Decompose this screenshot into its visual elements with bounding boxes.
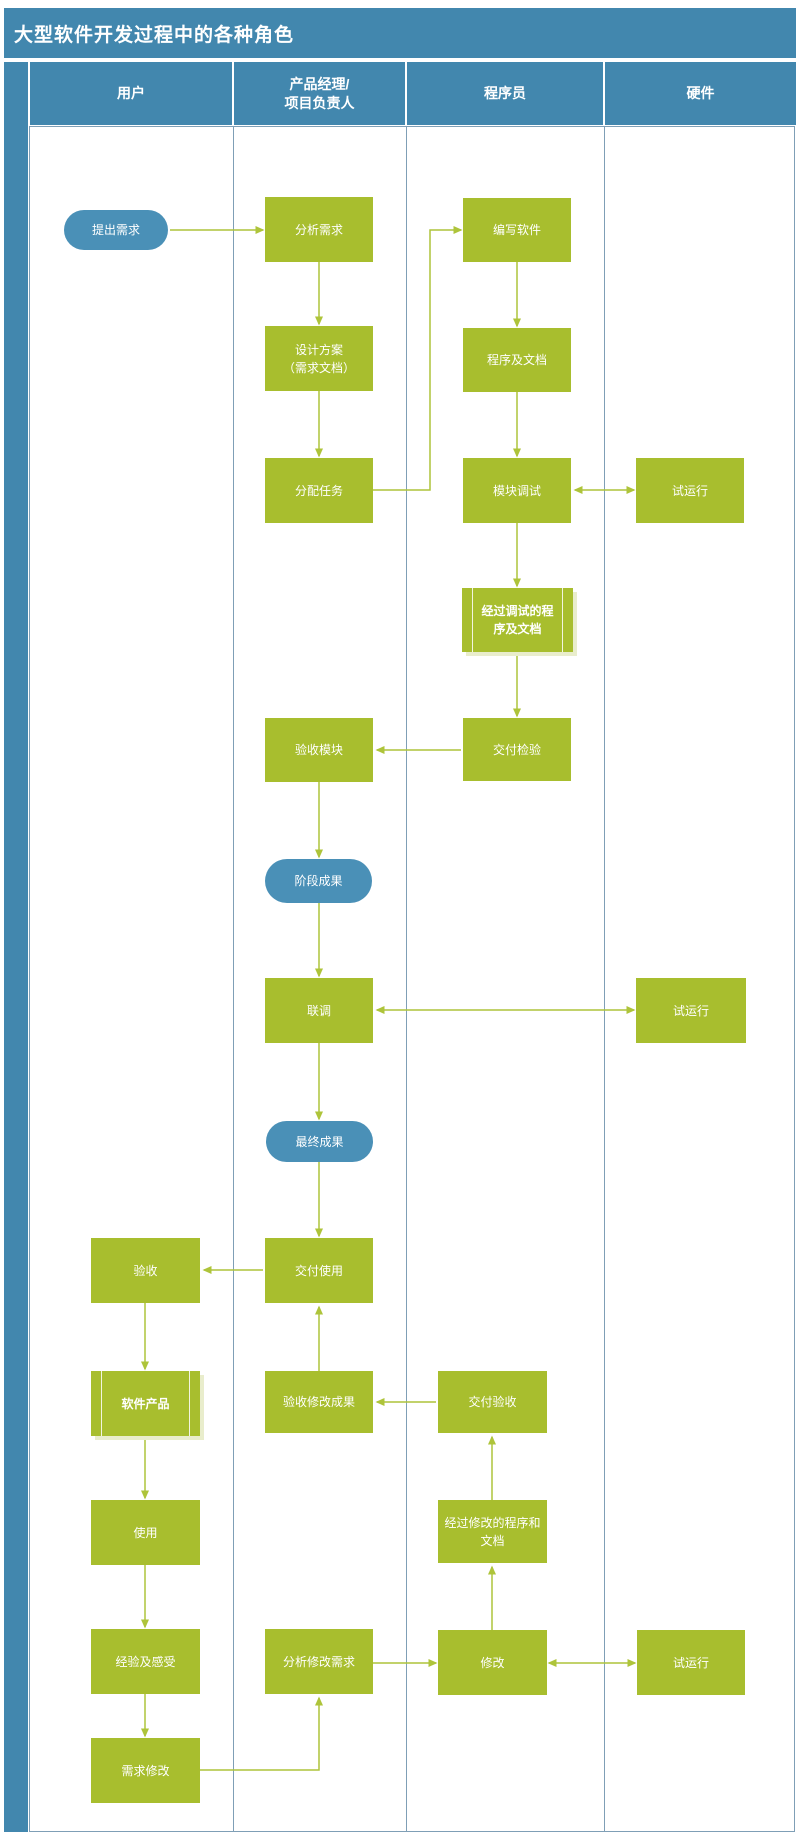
node-label: 分配任务 — [294, 483, 343, 498]
node-label: 经过调试的程 序及文档 — [481, 604, 554, 636]
lane-header-user: 用户 — [30, 62, 232, 125]
node-accept-modified-results[interactable]: 验收修改成果 — [265, 1371, 373, 1433]
node-deliver-for-acceptance[interactable]: 交付验收 — [438, 1371, 547, 1433]
lane-header-label: 项目负责人 — [284, 94, 355, 111]
node-label: 模块调试 — [492, 483, 541, 498]
lane-separator — [604, 126, 605, 1832]
node-label: 验收 — [133, 1263, 158, 1278]
node-software-product[interactable]: 软件产品 — [91, 1371, 200, 1436]
node-program-and-docs[interactable]: 程序及文档 — [463, 328, 571, 392]
lane-header-label: 硬件 — [686, 85, 715, 102]
node-trial-run-3[interactable]: 试运行 — [637, 1630, 745, 1695]
node-label: 经过修改的程序和 文档 — [444, 1515, 541, 1548]
node-label: 软件产品 — [121, 1396, 170, 1411]
node-label: 试运行 — [672, 1655, 709, 1670]
node-label: 试运行 — [671, 483, 708, 498]
node-trial-run-1[interactable]: 试运行 — [636, 458, 744, 523]
node-analyze-modification-requirements[interactable]: 分析修改需求 — [265, 1629, 373, 1694]
node-modify[interactable]: 修改 — [438, 1630, 547, 1695]
node-label: 分析需求 — [294, 222, 343, 237]
node-analyze-requirements[interactable]: 分析需求 — [265, 197, 373, 262]
node-trial-run-2[interactable]: 试运行 — [636, 978, 746, 1043]
node-label: 交付使用 — [294, 1263, 343, 1278]
node-label: 联调 — [306, 1003, 331, 1018]
node-assign-tasks[interactable]: 分配任务 — [265, 458, 373, 523]
node-stage-results[interactable]: 阶段成果 — [265, 859, 372, 903]
node-deliver-for-use[interactable]: 交付使用 — [265, 1238, 373, 1303]
lane-separator — [406, 126, 407, 1832]
node-write-software[interactable]: 编写软件 — [463, 198, 571, 262]
lane-header-label: 产品经理/ — [289, 75, 350, 92]
node-label: 试运行 — [672, 1003, 709, 1018]
node-label: 分析修改需求 — [282, 1654, 355, 1669]
lane-header-programmer: 程序员 — [407, 62, 603, 125]
node-label: 修改 — [480, 1655, 505, 1670]
node-label: 程序及文档 — [486, 353, 547, 367]
node-label: 交付验收 — [468, 1395, 517, 1409]
node-label: 使用 — [133, 1525, 158, 1540]
lane-separator — [233, 126, 234, 1832]
node-modified-program-and-docs[interactable]: 经过修改的程序和 文档 — [438, 1500, 547, 1563]
node-label: 交付检验 — [492, 742, 541, 757]
node-propose-requirements[interactable]: 提出需求 — [64, 210, 168, 250]
node-joint-debugging[interactable]: 联调 — [265, 978, 373, 1043]
node-experience-and-feelings[interactable]: 经验及感受 — [91, 1629, 200, 1694]
node-label: 阶段成果 — [294, 874, 343, 888]
node-label: 验收模块 — [294, 743, 343, 757]
node-module-debugging[interactable]: 模块调试 — [463, 458, 571, 523]
diagram-title: 大型软件开发过程中的各种角色 — [14, 24, 295, 46]
node-debugged-program-and-docs[interactable]: 经过调试的程 序及文档 — [462, 588, 573, 652]
node-use[interactable]: 使用 — [91, 1500, 200, 1565]
node-label: 经验及感受 — [115, 1654, 176, 1669]
node-label: 需求修改 — [121, 1763, 170, 1778]
node-acceptance[interactable]: 验收 — [91, 1238, 200, 1303]
node-accept-module[interactable]: 验收模块 — [265, 718, 373, 782]
lane-header-label: 用户 — [117, 85, 145, 102]
lane-header-pm: 产品经理/ 项目负责人 — [234, 62, 405, 125]
node-label: 最终成果 — [295, 1134, 344, 1149]
lane-header-label: 程序员 — [484, 85, 526, 102]
node-label: 设计方案 （需求文档） — [282, 342, 355, 375]
node-design-plan[interactable]: 设计方案 （需求文档） — [265, 326, 373, 391]
phase-strip — [4, 62, 28, 1832]
node-final-results[interactable]: 最终成果 — [266, 1121, 373, 1162]
diagram-title-bar: 大型软件开发过程中的各种角色 — [4, 8, 796, 58]
node-label: 验收修改成果 — [282, 1395, 355, 1409]
node-deliver-for-inspection[interactable]: 交付检验 — [463, 718, 571, 781]
node-label: 提出需求 — [91, 223, 140, 237]
lane-header-hardware: 硬件 — [605, 62, 796, 125]
node-label: 编写软件 — [492, 223, 541, 237]
node-requirement-changes[interactable]: 需求修改 — [91, 1738, 200, 1803]
